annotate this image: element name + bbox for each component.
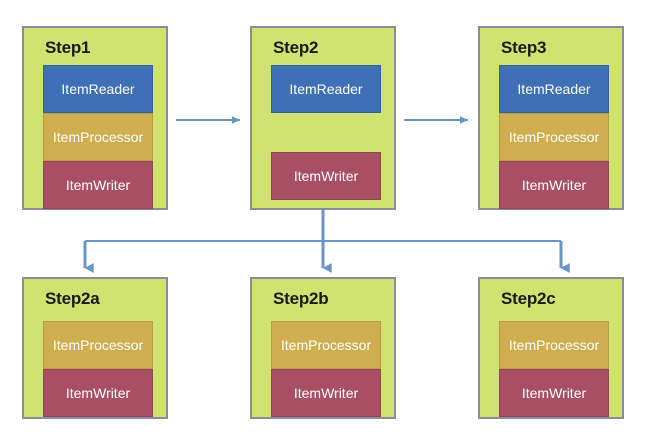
item-writer-block[interactable]: ItemWriter bbox=[43, 161, 153, 209]
step-title-step1: Step1 bbox=[45, 38, 91, 57]
item-writer-block[interactable]: ItemWriter bbox=[271, 369, 381, 417]
item-processor-block[interactable]: ItemProcessor bbox=[499, 113, 609, 161]
item-writer-block[interactable]: ItemWriter bbox=[43, 369, 153, 417]
item-writer-block[interactable]: ItemWriter bbox=[499, 369, 609, 417]
item-processor-block[interactable]: ItemProcessor bbox=[499, 321, 609, 369]
item-writer-block[interactable]: ItemWriter bbox=[271, 152, 381, 200]
item-processor-block[interactable]: ItemProcessor bbox=[43, 113, 153, 161]
step-title-step2b: Step2b bbox=[273, 289, 329, 308]
step-title-step2a: Step2a bbox=[45, 289, 100, 308]
item-processor-block[interactable]: ItemProcessor bbox=[271, 321, 381, 369]
step-title-step3: Step3 bbox=[501, 38, 547, 57]
item-reader-block[interactable]: ItemReader bbox=[271, 65, 381, 113]
item-processor-block[interactable]: ItemProcessor bbox=[43, 321, 153, 369]
step-title-step2: Step2 bbox=[273, 38, 319, 57]
item-writer-block[interactable]: ItemWriter bbox=[499, 161, 609, 209]
step-title-step2c: Step2c bbox=[501, 289, 556, 308]
arrow-step2-branch bbox=[83, 210, 570, 273]
item-reader-block[interactable]: ItemReader bbox=[499, 65, 609, 113]
item-reader-block[interactable]: ItemReader bbox=[43, 65, 153, 113]
